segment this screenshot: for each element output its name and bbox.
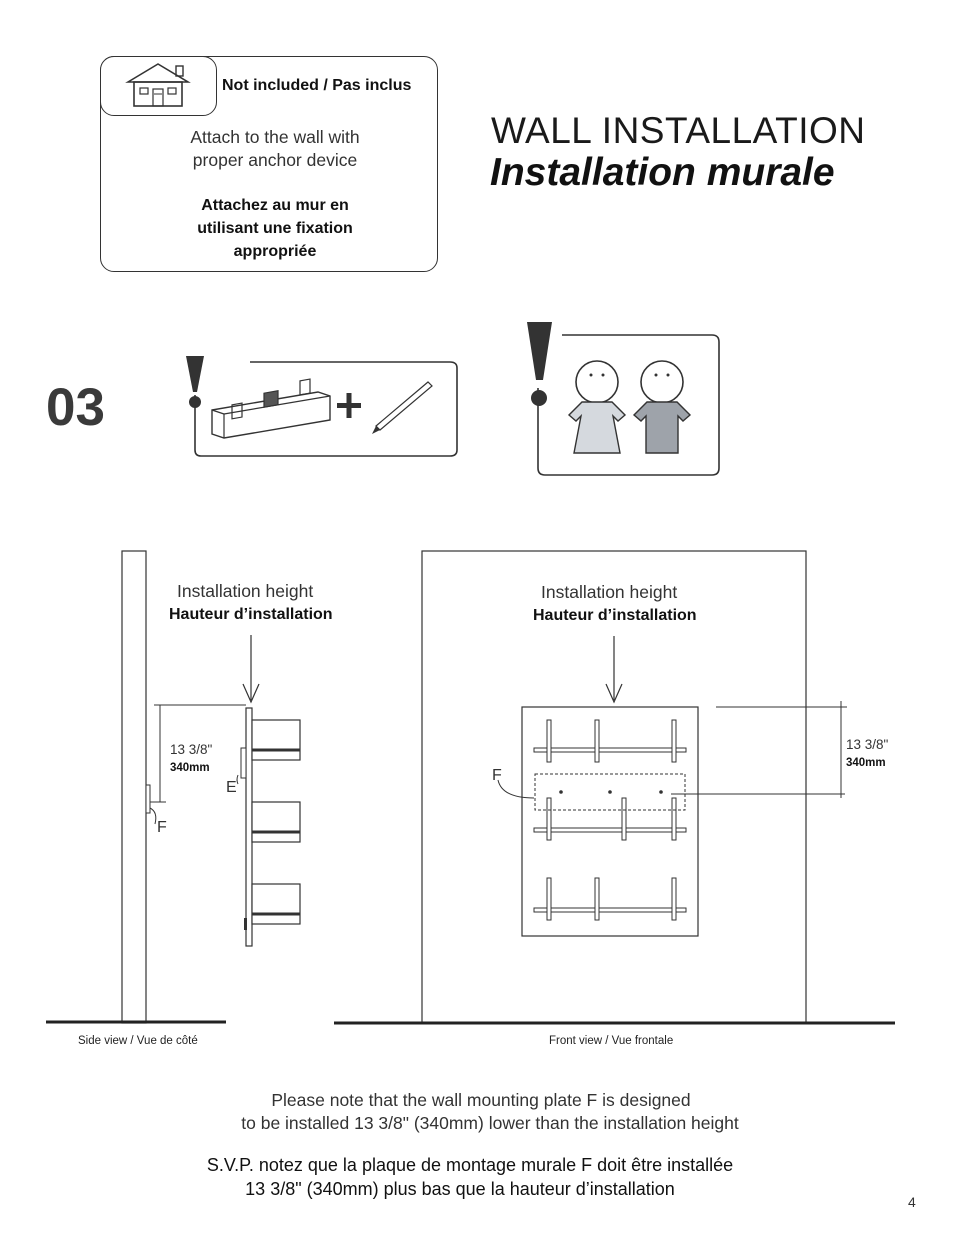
shelf-side-2: [251, 801, 301, 843]
note-en-line2: to be installed 13 3/8" (340mm) lower th…: [241, 1113, 739, 1133]
shelf-front-2: [533, 797, 687, 841]
level-icon: [211, 378, 331, 439]
wall-side: [121, 550, 147, 1024]
people-panel: [527, 322, 720, 476]
side-height-fr: Hauteur d’installation: [169, 606, 333, 623]
side-dim-metric: 340mm: [170, 762, 210, 774]
side-view-caption: Side view / Vue de côté: [78, 1035, 198, 1047]
exclamation-icon: [186, 356, 204, 408]
note-fr-line1: S.V.P. notez que la plaque de montage mu…: [206, 1155, 734, 1175]
step-number: 03: [46, 378, 105, 437]
page-number: 4: [908, 1194, 916, 1210]
side-label-e: E: [226, 779, 237, 796]
unit-back-panel: [245, 707, 253, 947]
house-icon: [125, 63, 191, 107]
front-view-diagram: [334, 550, 895, 1025]
front-height-fr: Hauteur d’installation: [533, 607, 697, 624]
not-included-text-en: Attach to the wall with proper anchor de…: [190, 127, 360, 170]
two-people-icon: [567, 360, 692, 454]
side-label-f: F: [157, 819, 167, 836]
note-fr-line2: 13 3/8" (340mm) plus bas que la hauteur …: [245, 1179, 675, 1199]
side-dim-imperial: 13 3/8": [170, 742, 213, 757]
front-view-caption: Front view / Vue frontale: [549, 1035, 674, 1047]
front-label-f: F: [492, 767, 502, 784]
note-en: Please note that the wall mounting plate…: [140, 1089, 840, 1135]
plus-icon: [337, 393, 361, 418]
not-included-box: [100, 56, 438, 272]
front-dim-imperial: 13 3/8": [846, 737, 889, 752]
not-included-label: Not included / Pas inclus: [222, 77, 412, 94]
not-included-text-fr: Attachez au mur en utilisant une fixatio…: [197, 197, 353, 260]
front-dim-metric: 340mm: [846, 757, 886, 769]
note-en-line1: Please note that the wall mounting plate…: [271, 1090, 691, 1110]
side-height-en: Installation height: [177, 581, 314, 601]
title-en: WALL INSTALLATION: [491, 110, 866, 151]
title-fr: Installation murale: [490, 151, 835, 194]
shelf-side-1: [251, 719, 301, 761]
exclamation-icon: [527, 322, 552, 406]
plate-f-side: [145, 784, 151, 814]
tools-panel: [186, 356, 458, 457]
shelf-front-1: [533, 719, 687, 763]
note-fr: S.V.P. notez que la plaque de montage mu…: [140, 1153, 860, 1201]
shelf-front-3: [533, 877, 687, 921]
not-included-tab: [100, 56, 217, 116]
side-view-diagram: [46, 550, 301, 1024]
plate-f-front: [534, 773, 686, 811]
shelf-side-3: [251, 883, 301, 925]
front-height-en: Installation height: [541, 582, 678, 602]
pencil-icon: [372, 381, 433, 434]
